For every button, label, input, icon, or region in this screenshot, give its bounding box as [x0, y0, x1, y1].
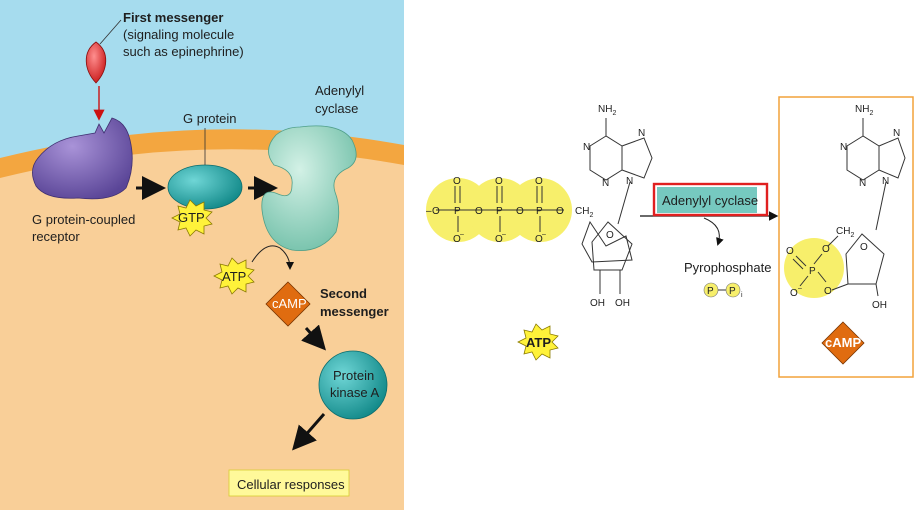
atp-starburst-right	[517, 323, 559, 361]
svg-text:–: –	[426, 206, 432, 217]
svg-text:NH2: NH2	[598, 104, 616, 117]
g-protein-coupled-receptor	[32, 117, 133, 200]
pyrophosphate-p-2	[725, 282, 741, 298]
camp-label: cAMP	[272, 296, 307, 311]
camp-diamond-right	[821, 321, 865, 365]
first-messenger-leader-line	[99, 19, 122, 45]
camp-label-right: cAMP	[825, 335, 861, 350]
svg-text:–: –	[542, 231, 546, 238]
svg-text:O: O	[606, 230, 614, 241]
g-protein-label: G protein	[183, 111, 236, 126]
svg-text:NH2: NH2	[855, 104, 873, 117]
activation-arrow-3	[301, 324, 326, 351]
second-messenger-label-1: Second	[320, 286, 367, 301]
adenylyl-cyclase	[261, 125, 357, 251]
cellular-responses-label: Cellular responses	[237, 477, 345, 492]
atp-label-right: ATP	[526, 335, 551, 350]
atp-o-1: O	[432, 206, 440, 217]
svg-text:–: –	[502, 231, 506, 238]
protein-kinase-a-label-1: Protein	[333, 368, 374, 383]
protein-kinase-a-label-2: kinase A	[330, 385, 379, 400]
protein-kinase-a	[318, 350, 388, 420]
g-protein	[167, 164, 243, 210]
adenylyl-cyclase-enzyme-label: Adenylyl cyclase	[662, 193, 758, 208]
atp-p-1: P	[454, 206, 461, 217]
svg-text:O: O	[786, 246, 794, 257]
response-arrow	[292, 413, 326, 451]
svg-text:O: O	[860, 242, 868, 253]
receptor-label-1: G protein-coupled	[32, 212, 135, 227]
svg-text:N: N	[882, 176, 889, 187]
svg-text:N: N	[840, 142, 847, 153]
svg-text:O: O	[790, 288, 798, 299]
svg-text:N: N	[638, 128, 645, 139]
svg-text:–: –	[798, 285, 802, 292]
svg-text:N: N	[893, 128, 900, 139]
first-messenger-desc-1: (signaling molecule	[123, 27, 234, 42]
atp-label: ATP	[222, 269, 246, 284]
conversion-arrow	[251, 245, 294, 270]
atp-p-3: P	[536, 206, 543, 217]
signaling-pathway-panel: First messenger (signaling molecule such…	[0, 0, 404, 510]
svg-text:O: O	[516, 206, 524, 217]
svg-text:i: i	[741, 292, 743, 299]
svg-text:N: N	[626, 176, 633, 187]
adenylyl-cyclase-enzyme-bg	[657, 187, 757, 213]
atp-starburst	[213, 257, 255, 295]
gtp-starburst	[171, 199, 213, 237]
svg-text:O: O	[453, 234, 461, 245]
first-messenger-title: First messenger	[123, 10, 223, 25]
camp-phosphate-glow	[784, 238, 844, 298]
pyrophosphate-label: Pyrophosphate	[684, 260, 771, 275]
first-messenger-desc-2: such as epinephrine)	[123, 44, 244, 59]
svg-text:P: P	[729, 286, 736, 297]
camp-ribose	[845, 233, 885, 285]
atp-ribose	[591, 221, 633, 271]
svg-text:O: O	[475, 206, 483, 217]
svg-text:N: N	[602, 178, 609, 189]
adenylyl-cyclase-label-1: Adenylyl	[315, 83, 364, 98]
svg-text:O: O	[556, 206, 564, 217]
svg-text:P: P	[707, 286, 714, 297]
svg-text:N: N	[583, 142, 590, 153]
adenylyl-cyclase-highlight-box	[652, 182, 769, 217]
svg-text:–: –	[460, 231, 464, 238]
atp-to-camp-reaction: – O P O O – O P O O – O P O O – O CH2 O …	[426, 96, 914, 378]
svg-text:O: O	[822, 244, 830, 255]
svg-text:O: O	[824, 286, 832, 297]
gtp-label: GTP	[178, 210, 205, 225]
svg-text:N: N	[859, 178, 866, 189]
camp-frame	[778, 96, 914, 378]
second-messenger-label-2: messenger	[320, 304, 389, 319]
svg-text:O: O	[535, 234, 543, 245]
camp-p: P	[809, 266, 816, 277]
first-messenger-molecule	[85, 41, 107, 84]
receptor-label-2: receptor	[32, 229, 80, 244]
camp-diamond	[265, 281, 311, 327]
camp-ch2: CH2	[836, 226, 854, 239]
camp-oh: OH	[872, 300, 887, 311]
cellular-responses-box	[228, 469, 350, 497]
adenylyl-cyclase-label-2: cyclase	[315, 101, 358, 116]
svg-text:O: O	[495, 234, 503, 245]
atp-oh-2: OH	[615, 298, 630, 309]
pyrophosphate-release-arrow	[703, 217, 724, 246]
atp-oh-1: OH	[590, 298, 605, 309]
svg-text:O: O	[495, 176, 503, 187]
atp-p-2: P	[496, 206, 503, 217]
svg-text:O: O	[535, 176, 543, 187]
svg-text:O: O	[453, 176, 461, 187]
atp-ch2: CH2	[575, 206, 593, 219]
